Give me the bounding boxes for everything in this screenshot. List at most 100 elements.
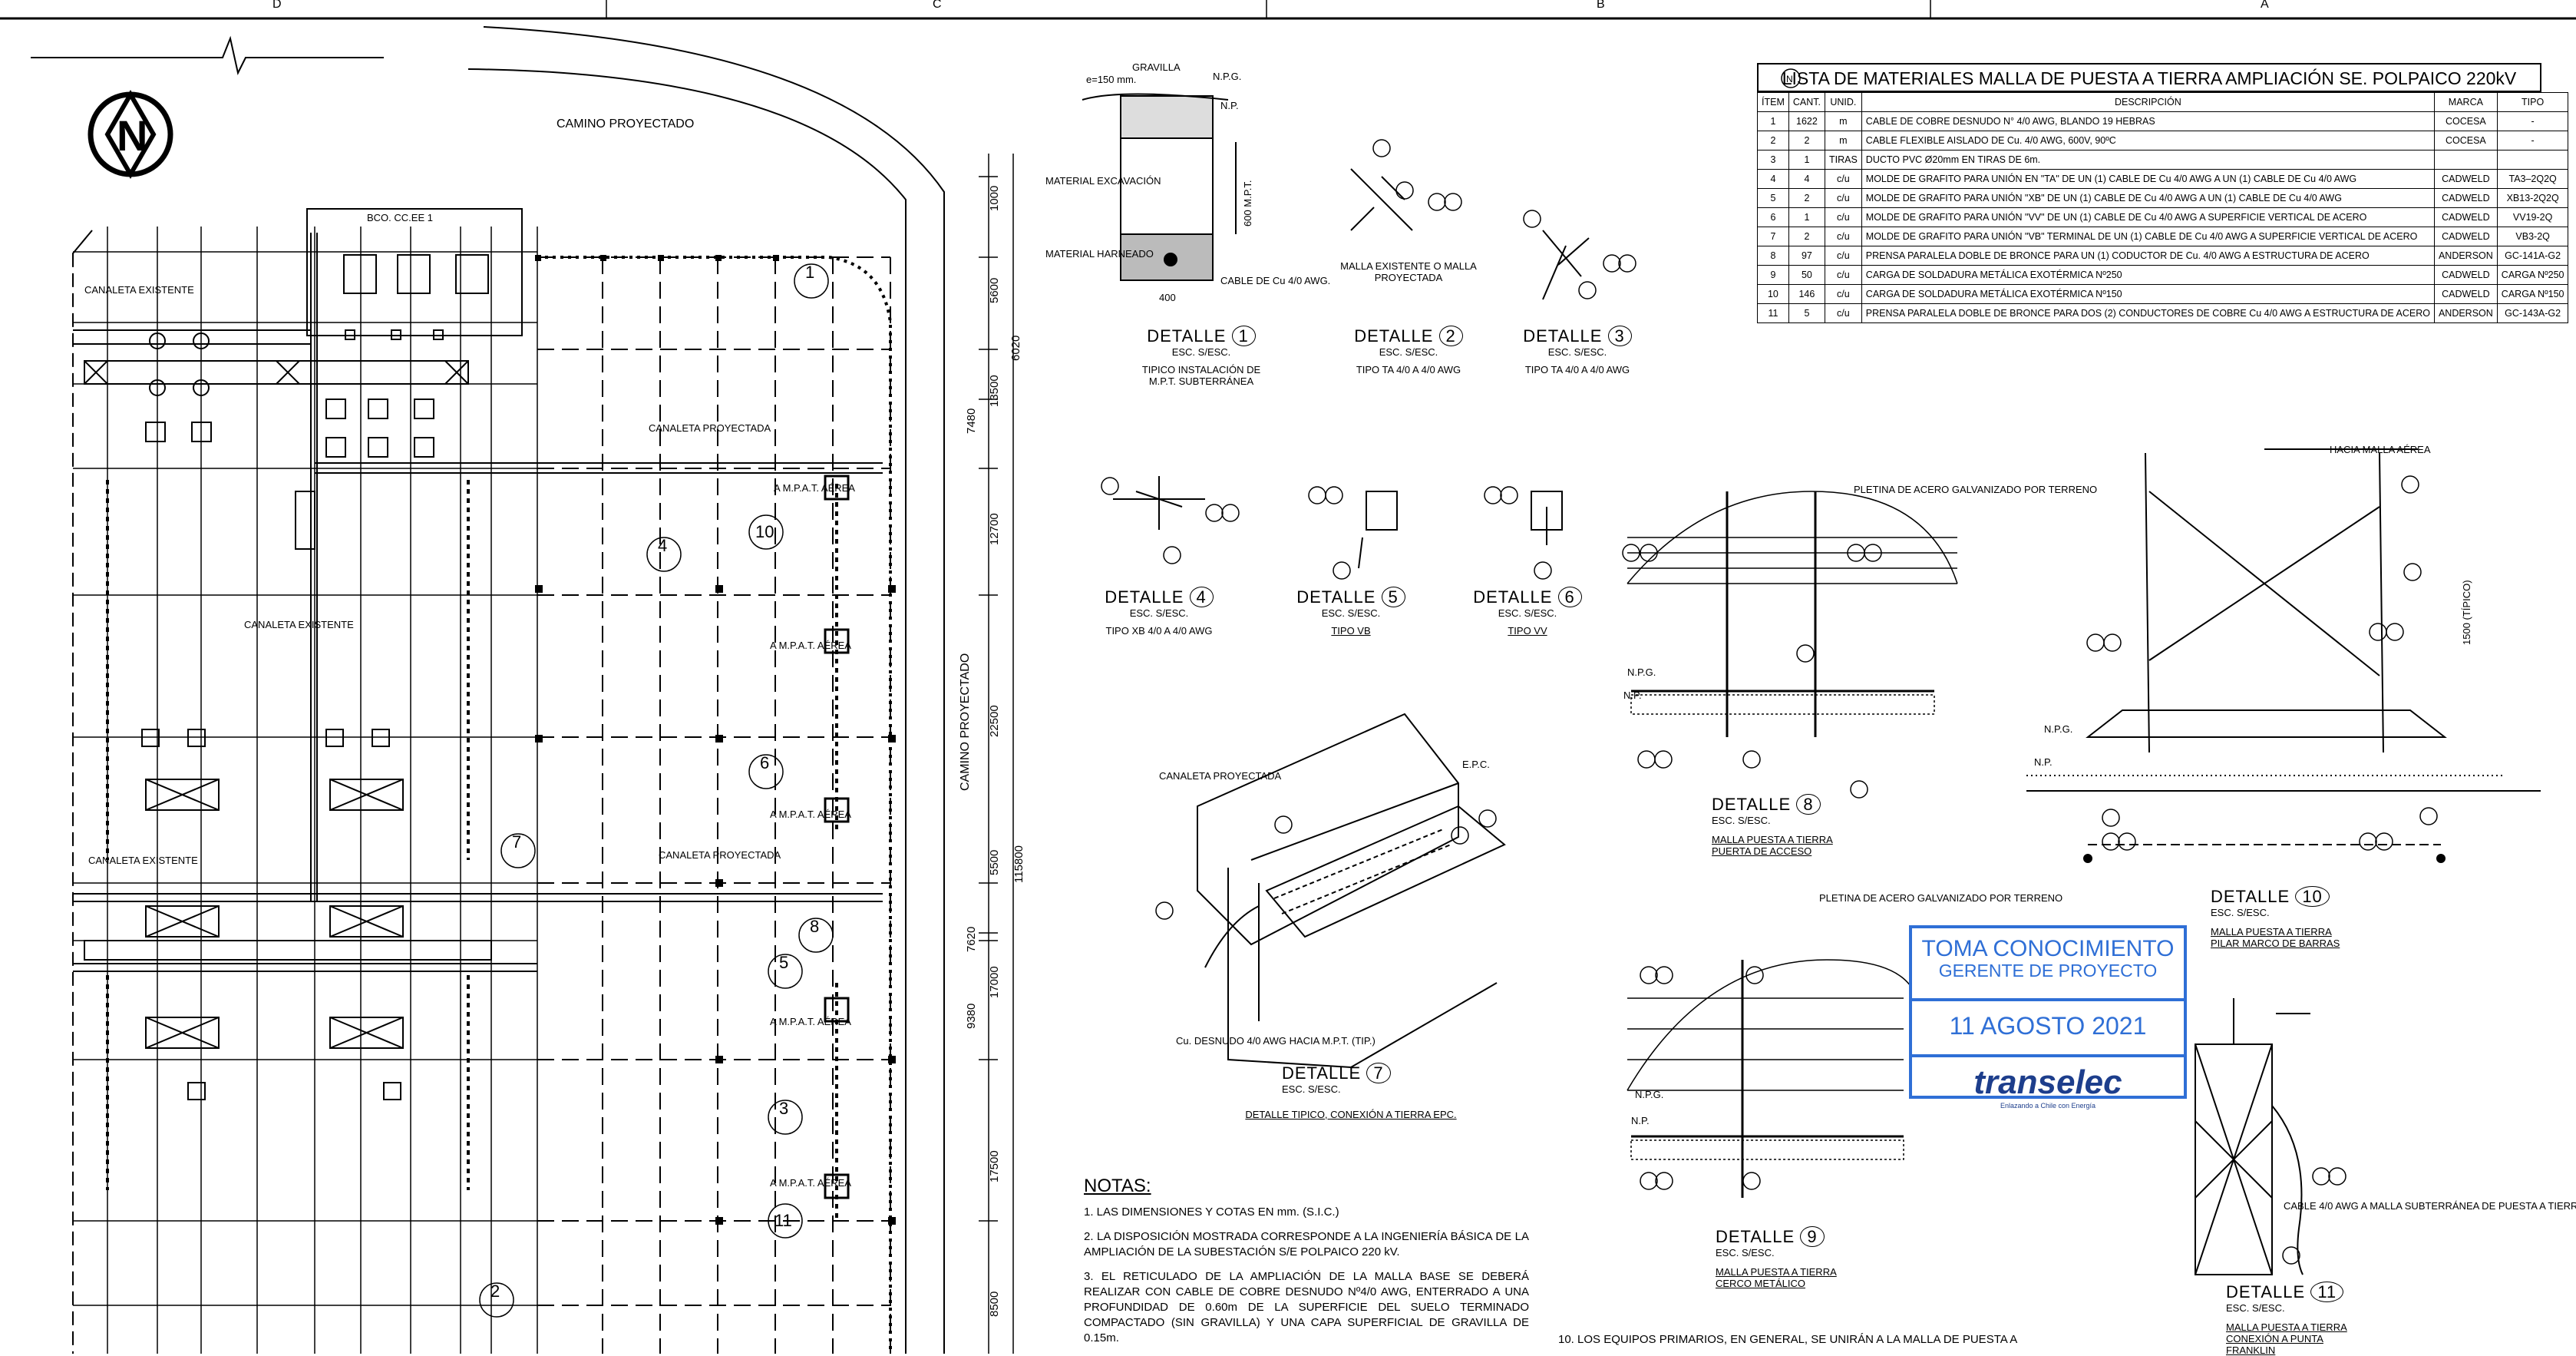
d1-scale: ESC. S/ESC. bbox=[1171, 346, 1231, 358]
d10-caption: MALLA PUESTA A TIERRA PILAR MARCO DE BAR… bbox=[2211, 926, 2340, 949]
d1-num: 1 bbox=[1231, 326, 1256, 346]
d7-cu: Cu. DESNUDO 4/0 AWG HACIA M.P.T. (TIP.) bbox=[1176, 1035, 1376, 1047]
d7-num: 7 bbox=[1366, 1063, 1391, 1083]
materials-cell: CARGA Nº150 bbox=[2496, 284, 2569, 304]
materials-table: ÍTEM CANT. UNID. DESCRIPCIÓN MARCA TIPO … bbox=[1757, 92, 2569, 323]
materials-cell: m bbox=[1824, 131, 1862, 150]
d1-title: DETALLE bbox=[1147, 326, 1227, 346]
dim-17000: 17000 bbox=[988, 966, 1001, 998]
d10-scale: ESC. S/ESC. bbox=[2211, 907, 2270, 918]
svg-text:4: 4 bbox=[658, 536, 667, 555]
d1-np: N.P. bbox=[1220, 100, 1239, 111]
note-10: 10. LOS EQUIPOS PRIMARIOS, EN GENERAL, S… bbox=[1558, 1333, 2018, 1346]
grid-ref-a: A bbox=[2261, 0, 2269, 11]
d1-e: e=150 mm. bbox=[1086, 74, 1136, 85]
d5-title: DETALLE bbox=[1296, 587, 1376, 607]
d10-np: N.P. bbox=[2034, 756, 2053, 768]
stamp-line1: TOMA CONOCIMIENTO bbox=[1921, 936, 2175, 961]
materials-cell: 7 bbox=[1757, 227, 1789, 246]
dim-8500: 8500 bbox=[988, 1292, 1001, 1317]
materials-cell: - bbox=[2496, 111, 2569, 131]
note-1: 1. LAS DIMENSIONES Y COTAS EN mm. (S.I.C… bbox=[1084, 1206, 1339, 1219]
svg-text:N: N bbox=[1786, 74, 1793, 84]
cable-trenches bbox=[73, 208, 883, 972]
materials-cell: VV19-2Q bbox=[2496, 207, 2569, 227]
materials-cell: c/u bbox=[1824, 284, 1862, 304]
d9-title: DETALLE bbox=[1716, 1227, 1795, 1246]
svg-text:6: 6 bbox=[760, 753, 769, 772]
d9-npg: N.P.G. bbox=[1635, 1089, 1663, 1100]
d11-caption: MALLA PUESTA A TIERRA CONEXIÓN A PUNTA F… bbox=[2226, 1321, 2347, 1356]
materials-cell: 9 bbox=[1757, 265, 1789, 285]
dim-13500: 13500 bbox=[988, 375, 1001, 407]
materials-cell: CADWELD bbox=[2433, 207, 2498, 227]
materials-cell: c/u bbox=[1824, 227, 1862, 246]
materials-cell: c/u bbox=[1824, 303, 1862, 323]
projected-road bbox=[467, 26, 945, 1354]
label-bco: BCO. CC.EE 1 bbox=[367, 212, 433, 223]
d4-scale: ESC. S/ESC. bbox=[1129, 607, 1189, 619]
dim-5500: 5500 bbox=[988, 850, 1001, 875]
detail-title-7: DETALLE 7 ESC. S/ESC. DETALLE TIPICO, CO… bbox=[1236, 1063, 1466, 1120]
d8-np: N.P. bbox=[1623, 690, 1642, 701]
materials-cell: 4 bbox=[1788, 169, 1825, 189]
materials-cell: XB13-2Q2Q bbox=[2496, 188, 2569, 208]
detail-title-9: DETALLE 9 ESC. S/ESC. MALLA PUESTA A TIE… bbox=[1716, 1226, 1846, 1289]
label-canaleta-existente-2: CANALETA EXISTENTE bbox=[244, 619, 354, 630]
materials-cell: PRENSA PARALELA DOBLE DE BRONCE PARA UN … bbox=[1861, 246, 2435, 266]
d1-npg: N.P.G. bbox=[1213, 71, 1241, 82]
col-desc: DESCRIPCIÓN bbox=[1861, 92, 2435, 112]
projected-grid bbox=[537, 256, 891, 1354]
detail-title-4: DETALLE 4 ESC. S/ESC. TIPO XB 4/0 A 4/0 … bbox=[1094, 587, 1224, 637]
d9-pletina: PLETINA DE ACERO GALVANIZADO POR TERRENO bbox=[1819, 892, 2062, 904]
col-marca: MARCA bbox=[2433, 92, 2498, 112]
d1-mpt: 600 M.P.T. bbox=[1242, 180, 1253, 227]
detail-title-1: DETALLE 1 ESC. S/ESC. TIPICO INSTALACIÓN… bbox=[1132, 326, 1270, 387]
note-3: 3. EL RETICULADO DE LA AMPLIACIÓN DE LA … bbox=[1084, 1270, 1529, 1344]
label-canaleta-proyectada-1: CANALETA PROYECTADA bbox=[649, 422, 771, 434]
materials-cell: CARGA DE SOLDADURA METÁLICA EXOTÉRMICA N… bbox=[1861, 265, 2435, 285]
d2-extra: MALLA EXISTENTE O MALLA PROYECTADA bbox=[1340, 260, 1477, 283]
d8-title: DETALLE bbox=[1712, 795, 1792, 814]
dim-total: 115800 bbox=[1012, 845, 1025, 883]
d8-num: 8 bbox=[1796, 794, 1821, 815]
materials-cell: c/u bbox=[1824, 246, 1862, 266]
materials-cell: MOLDE DE GRAFITO PARA UNIÓN "VB" TERMINA… bbox=[1861, 227, 2435, 246]
col-cant: CANT. bbox=[1788, 92, 1825, 112]
d6-title: DETALLE bbox=[1473, 587, 1553, 607]
materials-cell: COCESA bbox=[2433, 131, 2498, 150]
materials-cell: 6 bbox=[1757, 207, 1789, 227]
approval-stamp: TOMA CONOCIMIENTO GERENTE DE PROYECTO 11… bbox=[1909, 925, 2187, 1110]
d11-cable: CABLE 4/0 AWG A MALLA SUBTERRÁNEA DE PUE… bbox=[2284, 1200, 2576, 1212]
materials-header-row: ÍTEM CANT. UNID. DESCRIPCIÓN MARCA TIPO bbox=[1757, 92, 2569, 112]
road-label-top: CAMINO PROYECTADO bbox=[556, 117, 694, 131]
d3-num: 3 bbox=[1607, 326, 1632, 346]
detail-title-3: DETALLE 3 ESC. S/ESC. TIPO TA 4/0 A 4/0 … bbox=[1512, 326, 1643, 375]
d3-title: DETALLE bbox=[1523, 326, 1603, 346]
materials-cell: MOLDE DE GRAFITO PARA UNIÓN "XB" DE UN (… bbox=[1861, 188, 2435, 208]
table-north-icon: N bbox=[1781, 68, 1801, 88]
equipment-symbols bbox=[141, 254, 489, 1100]
d6-scale: ESC. S/ESC. bbox=[1498, 607, 1557, 619]
d6-num: 6 bbox=[1557, 587, 1582, 607]
logo-main: transelec bbox=[1973, 1063, 2122, 1101]
note-2: 2. LA DISPOSICIÓN MOSTRADA CORRESPONDE A… bbox=[1084, 1230, 1529, 1258]
materials-cell: CADWELD bbox=[2433, 188, 2498, 208]
d3-scale: ESC. S/ESC. bbox=[1547, 346, 1607, 358]
d11-num: 11 bbox=[2310, 1282, 2344, 1302]
materials-cell: 2 bbox=[1788, 227, 1825, 246]
materials-cell: CADWELD bbox=[2433, 227, 2498, 246]
svg-text:7: 7 bbox=[512, 832, 521, 852]
d1-mat-exc: MATERIAL EXCAVACIÓN bbox=[1045, 175, 1161, 187]
materials-cell: 2 bbox=[1788, 188, 1825, 208]
notes-heading: NOTAS: bbox=[1084, 1176, 1151, 1196]
stamp-line2: GERENTE DE PROYECTO bbox=[1938, 961, 2158, 981]
svg-text:5: 5 bbox=[779, 953, 788, 972]
